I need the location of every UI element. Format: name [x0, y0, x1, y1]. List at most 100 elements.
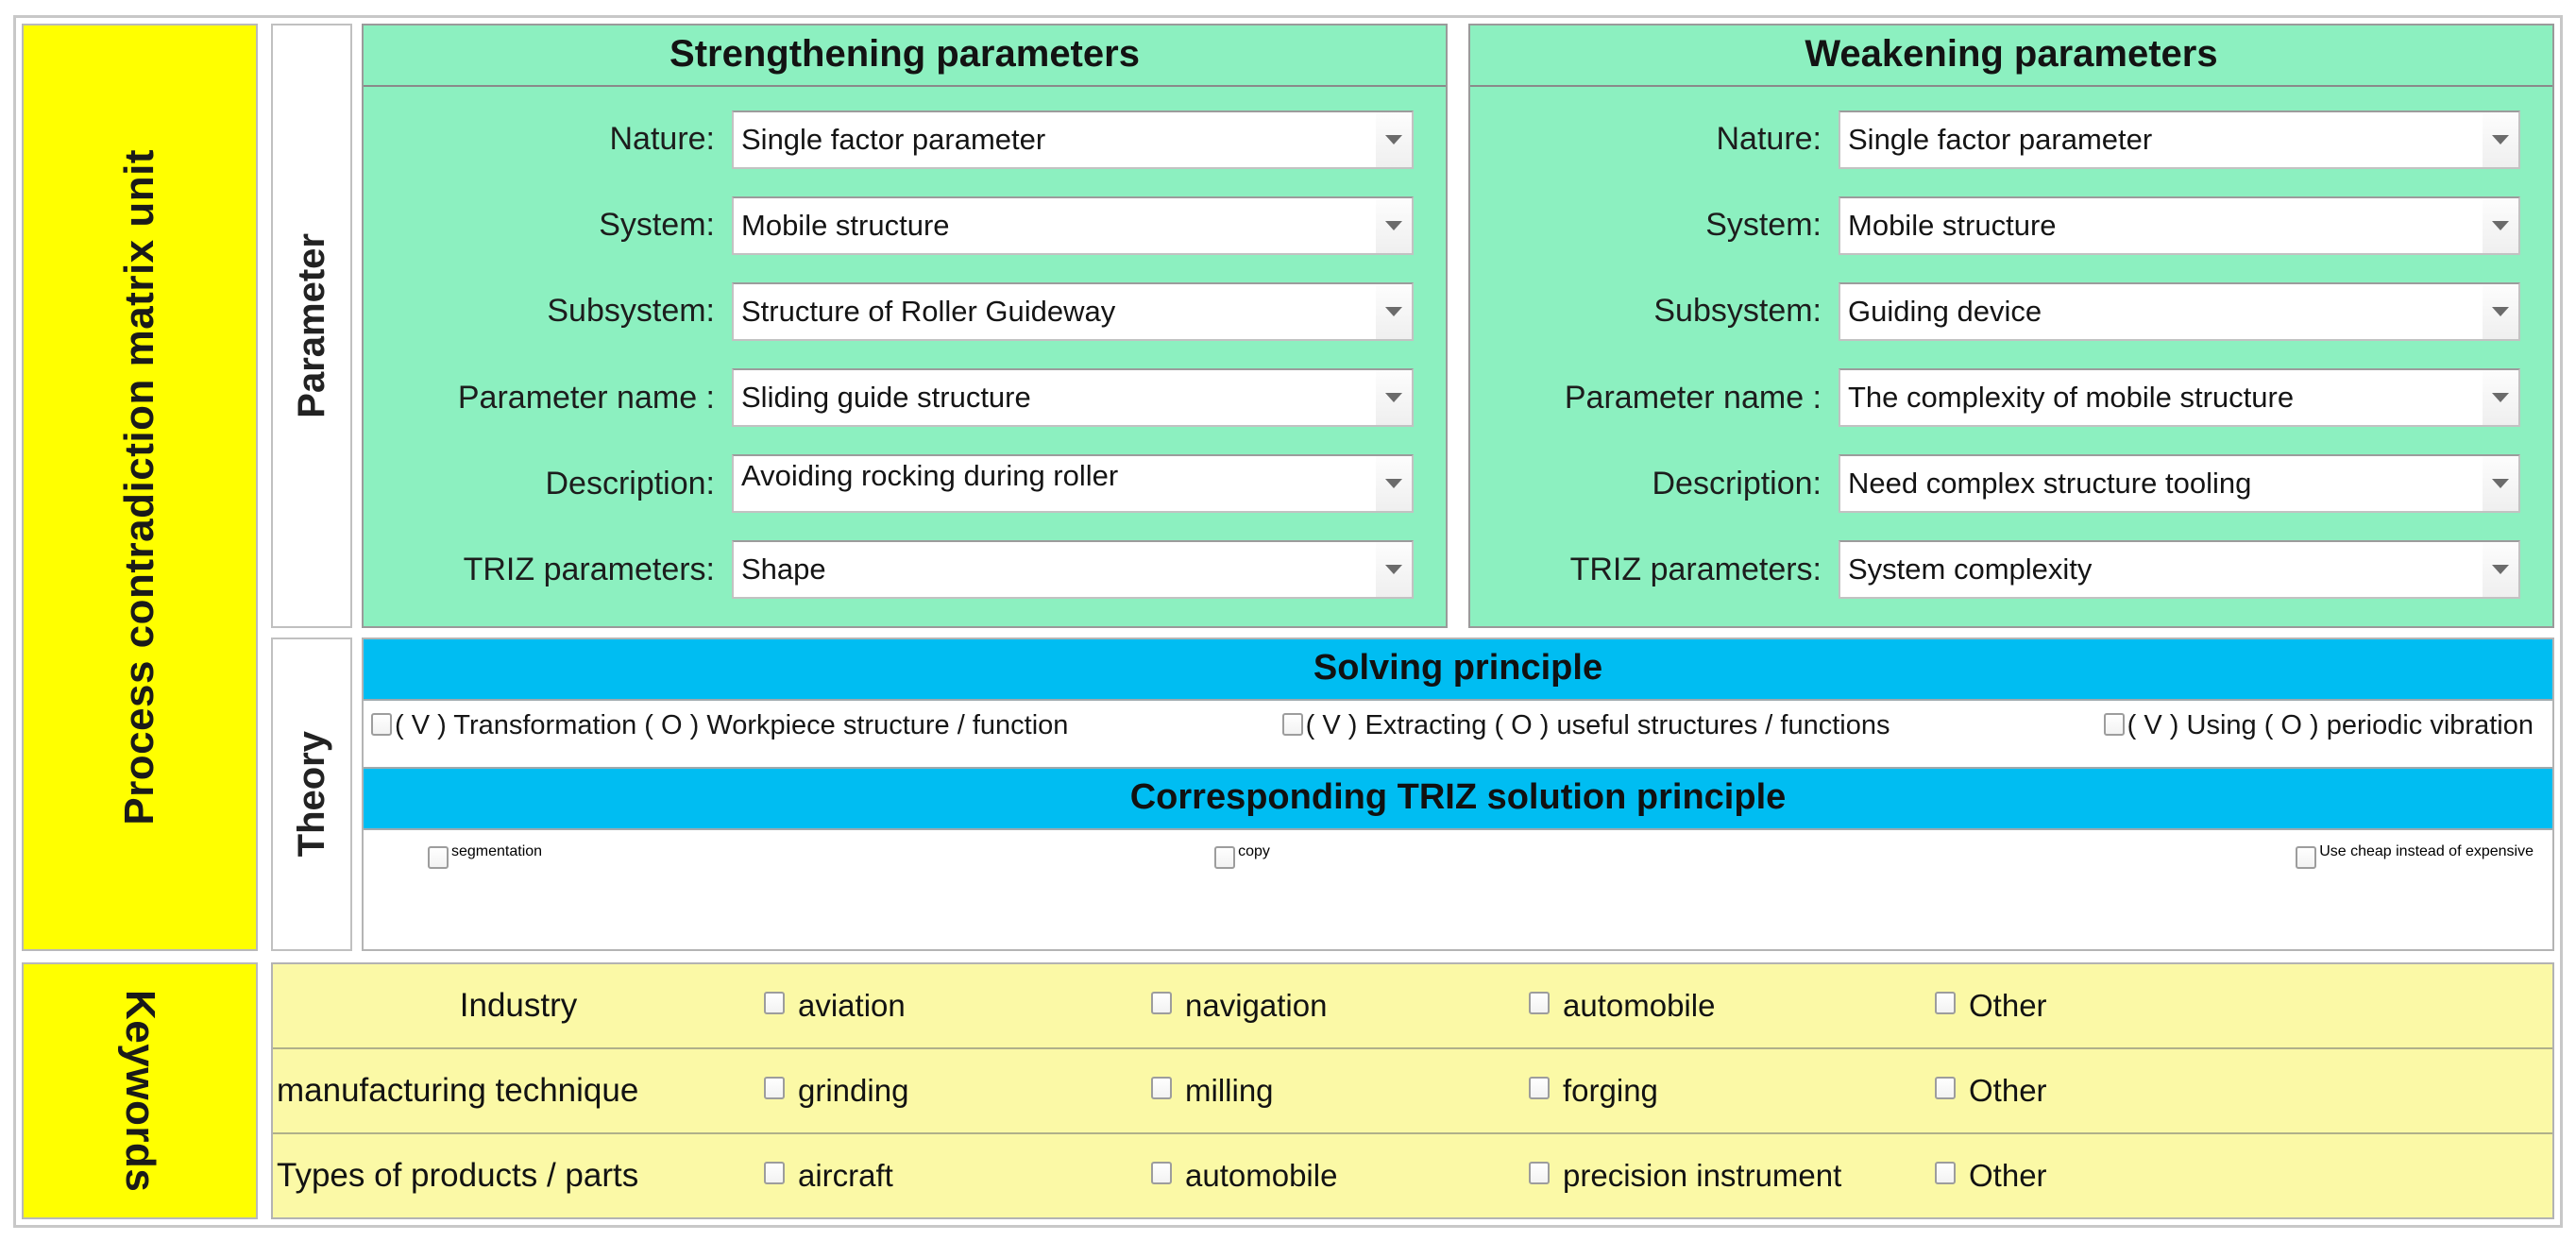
- theory-section-label: Theory: [271, 638, 352, 951]
- select-weakening-subsystem[interactable]: Guiding device: [1839, 281, 2520, 341]
- checkbox-item-other[interactable]: Other: [1935, 1158, 2552, 1194]
- select-weakening-system[interactable]: Mobile structure: [1839, 196, 2520, 255]
- select-weakening-parameter-name-value: The complexity of mobile structure: [1848, 381, 2295, 415]
- checkbox-label: automobile: [1563, 988, 1716, 1023]
- chevron-down-icon[interactable]: [2483, 197, 2518, 253]
- checkbox-icon[interactable]: [371, 713, 392, 736]
- checkbox-item-segmentation[interactable]: segmentation: [371, 843, 1214, 869]
- parameter-section-label: Parameter: [271, 24, 352, 628]
- select-strengthening-nature-value: Single factor parameter: [741, 122, 1046, 156]
- checkbox-icon[interactable]: [1529, 1162, 1550, 1184]
- theory-band: Theory Solving principle ( V ) Transform…: [271, 638, 2554, 951]
- label-subsystem: Subsystem:: [1653, 293, 1822, 330]
- checkbox-item-automobile[interactable]: automobile: [1529, 988, 1935, 1024]
- checkbox-icon[interactable]: [1151, 1077, 1172, 1099]
- select-weakening-nature[interactable]: Single factor parameter: [1839, 110, 2520, 169]
- chevron-down-icon[interactable]: [1376, 197, 1412, 253]
- checkbox-item-transformation[interactable]: ( V ) Transformation ( O ) Workpiece str…: [371, 710, 1068, 741]
- checkbox-icon[interactable]: [1935, 1162, 1956, 1184]
- checkbox-item-aircraft[interactable]: aircraft: [764, 1158, 1151, 1194]
- select-strengthening-triz-parameters[interactable]: Shape: [732, 540, 1414, 600]
- weakening-row-nature: Nature: Single factor parameter: [1480, 110, 2520, 169]
- checkbox-icon[interactable]: [1935, 992, 1956, 1014]
- checkbox-icon[interactable]: [764, 1077, 785, 1099]
- checkbox-icon[interactable]: [1281, 713, 1303, 736]
- checkbox-label: milling: [1185, 1073, 1274, 1108]
- checkbox-icon[interactable]: [1935, 1077, 1956, 1099]
- checkbox-label: forging: [1563, 1073, 1658, 1108]
- checkbox-icon[interactable]: [1151, 1162, 1172, 1184]
- checkbox-icon[interactable]: [1529, 1077, 1550, 1099]
- checkbox-icon[interactable]: [1151, 992, 1172, 1014]
- chevron-down-icon[interactable]: [2483, 542, 2518, 598]
- checkbox-label: Other: [1969, 988, 2047, 1023]
- checkbox-item-aviation[interactable]: aviation: [764, 988, 1151, 1024]
- label-nature: Nature:: [609, 121, 716, 158]
- checkbox-icon[interactable]: [764, 992, 785, 1014]
- label-system: System:: [1705, 207, 1822, 244]
- checkbox-item-precision-instrument[interactable]: precision instrument: [1529, 1158, 1935, 1194]
- chevron-down-icon[interactable]: [2483, 111, 2518, 167]
- label-system: System:: [599, 207, 715, 244]
- chevron-down-icon[interactable]: [2483, 283, 2518, 339]
- checkbox-item-navigation[interactable]: navigation: [1151, 988, 1529, 1024]
- keywords-label: Keywords: [22, 962, 258, 1219]
- checkbox-icon[interactable]: [764, 1162, 785, 1184]
- checkbox-item-copy[interactable]: copy: [1214, 843, 1972, 869]
- checkbox-item-extracting[interactable]: ( V ) Extracting ( O ) useful structures…: [1281, 710, 1890, 741]
- strengthening-row-system: System: Mobile structure: [373, 196, 1414, 255]
- label-triz-parameters: TRIZ parameters:: [1569, 551, 1822, 587]
- matrix-unit-content: Parameter Strengthening parameters Natur…: [271, 24, 2554, 951]
- label-description: Description:: [545, 465, 715, 502]
- chevron-down-icon[interactable]: [2483, 370, 2518, 426]
- chevron-down-icon[interactable]: [1376, 456, 1412, 512]
- select-strengthening-subsystem[interactable]: Structure of Roller Guideway: [732, 281, 1414, 341]
- checkbox-icon[interactable]: [1214, 846, 1236, 869]
- checkbox-item-periodic-vibration[interactable]: ( V ) Using ( O ) periodic vibration: [2103, 710, 2534, 741]
- checkbox-icon[interactable]: [2103, 713, 2125, 736]
- parameter-band: Parameter Strengthening parameters Natur…: [271, 24, 2554, 628]
- select-strengthening-triz-parameters-value: Shape: [741, 552, 826, 586]
- checkbox-item-use-cheap-instead-of-expensive[interactable]: Use cheap instead of expensive: [1972, 843, 2534, 869]
- checkbox-icon[interactable]: [428, 846, 449, 869]
- label-parameter-name: Parameter name :: [1564, 379, 1822, 416]
- checkbox-item-other[interactable]: Other: [1935, 988, 2552, 1024]
- checkbox-icon[interactable]: [1529, 992, 1550, 1014]
- chevron-down-icon[interactable]: [2483, 456, 2518, 512]
- checkbox-item-forging[interactable]: forging: [1529, 1073, 1935, 1109]
- weakening-row-system: System: Mobile structure: [1480, 196, 2520, 255]
- checkbox-item-automobile[interactable]: automobile: [1151, 1158, 1529, 1194]
- checkbox-label: Other: [1969, 1073, 2047, 1108]
- chevron-down-icon[interactable]: [1376, 542, 1412, 598]
- parameter-panels: Strengthening parameters Nature: Single …: [362, 24, 2554, 628]
- select-weakening-triz-parameters-value: System complexity: [1848, 552, 2093, 586]
- solving-principle-title: Solving principle: [364, 639, 2552, 701]
- chevron-down-icon[interactable]: [1376, 111, 1412, 167]
- chevron-down-icon[interactable]: [1376, 283, 1412, 339]
- checkbox-icon[interactable]: [2296, 846, 2317, 869]
- select-weakening-triz-parameters[interactable]: System complexity: [1839, 540, 2520, 600]
- label-nature: Nature:: [1716, 121, 1822, 158]
- checkbox-label: ( V ) Transformation ( O ) Workpiece str…: [395, 710, 1069, 740]
- strengthening-row-triz-parameters: TRIZ parameters: Shape: [373, 540, 1414, 600]
- label-description: Description:: [1652, 465, 1822, 502]
- checkbox-item-milling[interactable]: milling: [1151, 1073, 1529, 1109]
- select-weakening-description[interactable]: Need complex structure tooling: [1839, 454, 2520, 514]
- select-strengthening-system[interactable]: Mobile structure: [732, 196, 1414, 255]
- label-subsystem: Subsystem:: [547, 293, 715, 330]
- select-strengthening-nature[interactable]: Single factor parameter: [732, 110, 1414, 169]
- chevron-down-icon[interactable]: [1376, 370, 1412, 426]
- select-strengthening-description-value: Avoiding rocking during roller: [741, 459, 1119, 493]
- select-strengthening-description[interactable]: Avoiding rocking during roller: [732, 454, 1414, 514]
- weakening-row-parameter-name: Parameter name : The complexity of mobil…: [1480, 368, 2520, 428]
- checkbox-item-grinding[interactable]: grinding: [764, 1073, 1151, 1109]
- select-strengthening-parameter-name[interactable]: Sliding guide structure: [732, 368, 1414, 428]
- checkbox-item-other[interactable]: Other: [1935, 1073, 2552, 1109]
- strengthening-parameters-panel: Strengthening parameters Nature: Single …: [362, 24, 1448, 628]
- select-strengthening-subsystem-value: Structure of Roller Guideway: [741, 294, 1116, 328]
- select-weakening-parameter-name[interactable]: The complexity of mobile structure: [1839, 368, 2520, 428]
- table-row: Industry aviation navigation automobile …: [273, 964, 2552, 1049]
- strengthening-row-nature: Nature: Single factor parameter: [373, 110, 1414, 169]
- weakening-rows: Nature: Single factor parameter System: …: [1470, 87, 2552, 626]
